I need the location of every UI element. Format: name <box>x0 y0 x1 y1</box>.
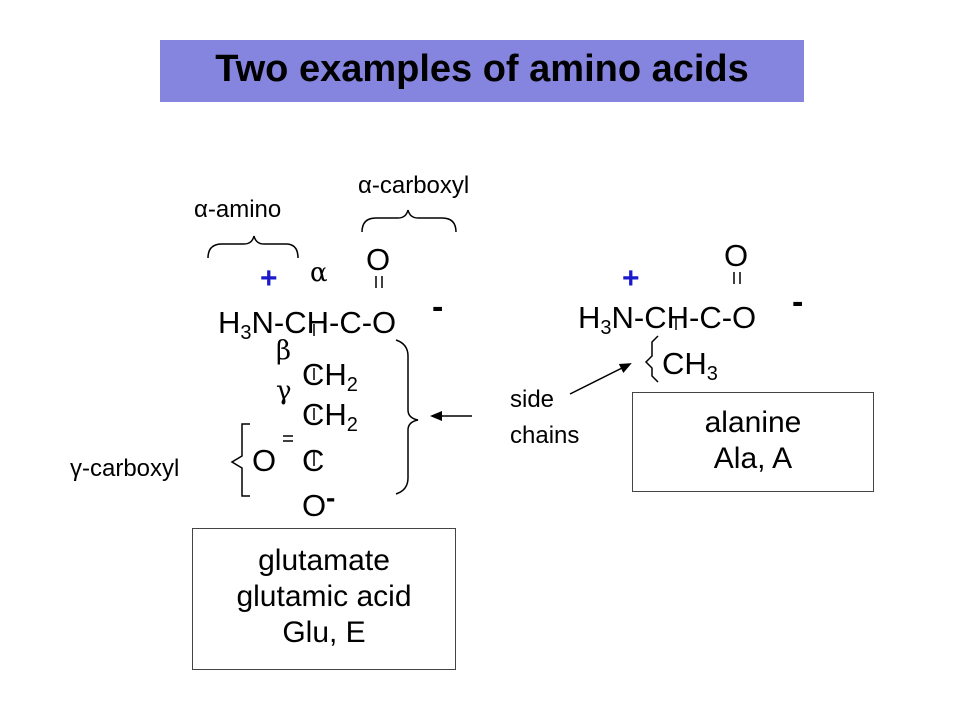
alpha-carbon-label: α <box>310 258 328 288</box>
alanine-name-box: alanine Ala, A <box>632 392 874 492</box>
amino-plus-charge: + <box>260 262 278 295</box>
backbone-sub: 3 <box>600 317 612 339</box>
box-line: alanine <box>704 406 802 439</box>
alanine-carboxylate-minus: - <box>792 283 804 321</box>
ch-sub: 2 <box>346 374 358 396</box>
alpha-amino-brace <box>207 235 299 259</box>
box-line: glutamic acid <box>236 580 412 613</box>
alanine-ch3: CH3 <box>662 346 718 386</box>
alanine-side-chain-bracket <box>644 335 659 383</box>
gamma-carbon-label: γ <box>276 376 292 406</box>
page-title: Two examples of amino acids <box>215 48 749 90</box>
carbonyl-oxygen: O <box>366 242 391 277</box>
side-chains-label: side chains <box>510 382 579 454</box>
box-line: Glu, E <box>282 616 366 649</box>
ch-sub: 2 <box>346 414 358 436</box>
alanine-carbonyl-oxygen: O <box>724 238 749 273</box>
backbone-h: H <box>218 305 241 340</box>
backbone-sub: 3 <box>240 322 252 344</box>
alpha-amino-label: α-amino <box>194 196 282 223</box>
ch-text: CH <box>662 346 707 381</box>
gamma-carboxyl-bracket <box>230 423 250 497</box>
alanine-plus-charge: + <box>622 262 640 295</box>
ch2-gamma: CH2 <box>302 397 358 437</box>
alpha-carboxyl-label: α-carboxyl <box>358 172 470 199</box>
beta-carbon-label: β <box>276 336 292 366</box>
side-chain-oxygen: O <box>252 443 277 478</box>
ch-sub: 3 <box>706 363 718 385</box>
side-chain-carboxylate-oxygen: O <box>302 488 327 523</box>
side-chains-line: chains <box>510 422 580 449</box>
ch-text: CH <box>302 357 347 392</box>
side-chain-carbon: C <box>302 443 325 478</box>
alanine-backbone: H3N-CH-C-O <box>578 300 756 340</box>
box-line: Ala, A <box>713 442 793 475</box>
title-banner: Two examples of amino acids <box>160 40 804 102</box>
backbone-rest: N-CH-C-O <box>251 305 397 340</box>
glutamate-backbone: H3N-CH-C-O <box>218 305 396 345</box>
carboxylate-minus: - <box>432 288 444 326</box>
backbone-rest: N-CH-C-O <box>611 300 757 335</box>
glutamate-side-chain-bracket <box>395 339 419 495</box>
box-line: glutamate <box>258 544 390 577</box>
alpha-carboxyl-brace <box>361 209 457 233</box>
ch2-beta: CH2 <box>302 357 358 397</box>
gamma-carboxyl-label: γ-carboxyl <box>70 455 180 482</box>
side-chains-line: side <box>510 386 555 413</box>
ch-text: CH <box>302 397 347 432</box>
alanine-side-chain-arrow <box>569 363 632 395</box>
side-chain-minus: - <box>326 482 336 513</box>
backbone-h: H <box>578 300 601 335</box>
glutamate-name-box: glutamate glutamic acid Glu, E <box>192 528 456 670</box>
